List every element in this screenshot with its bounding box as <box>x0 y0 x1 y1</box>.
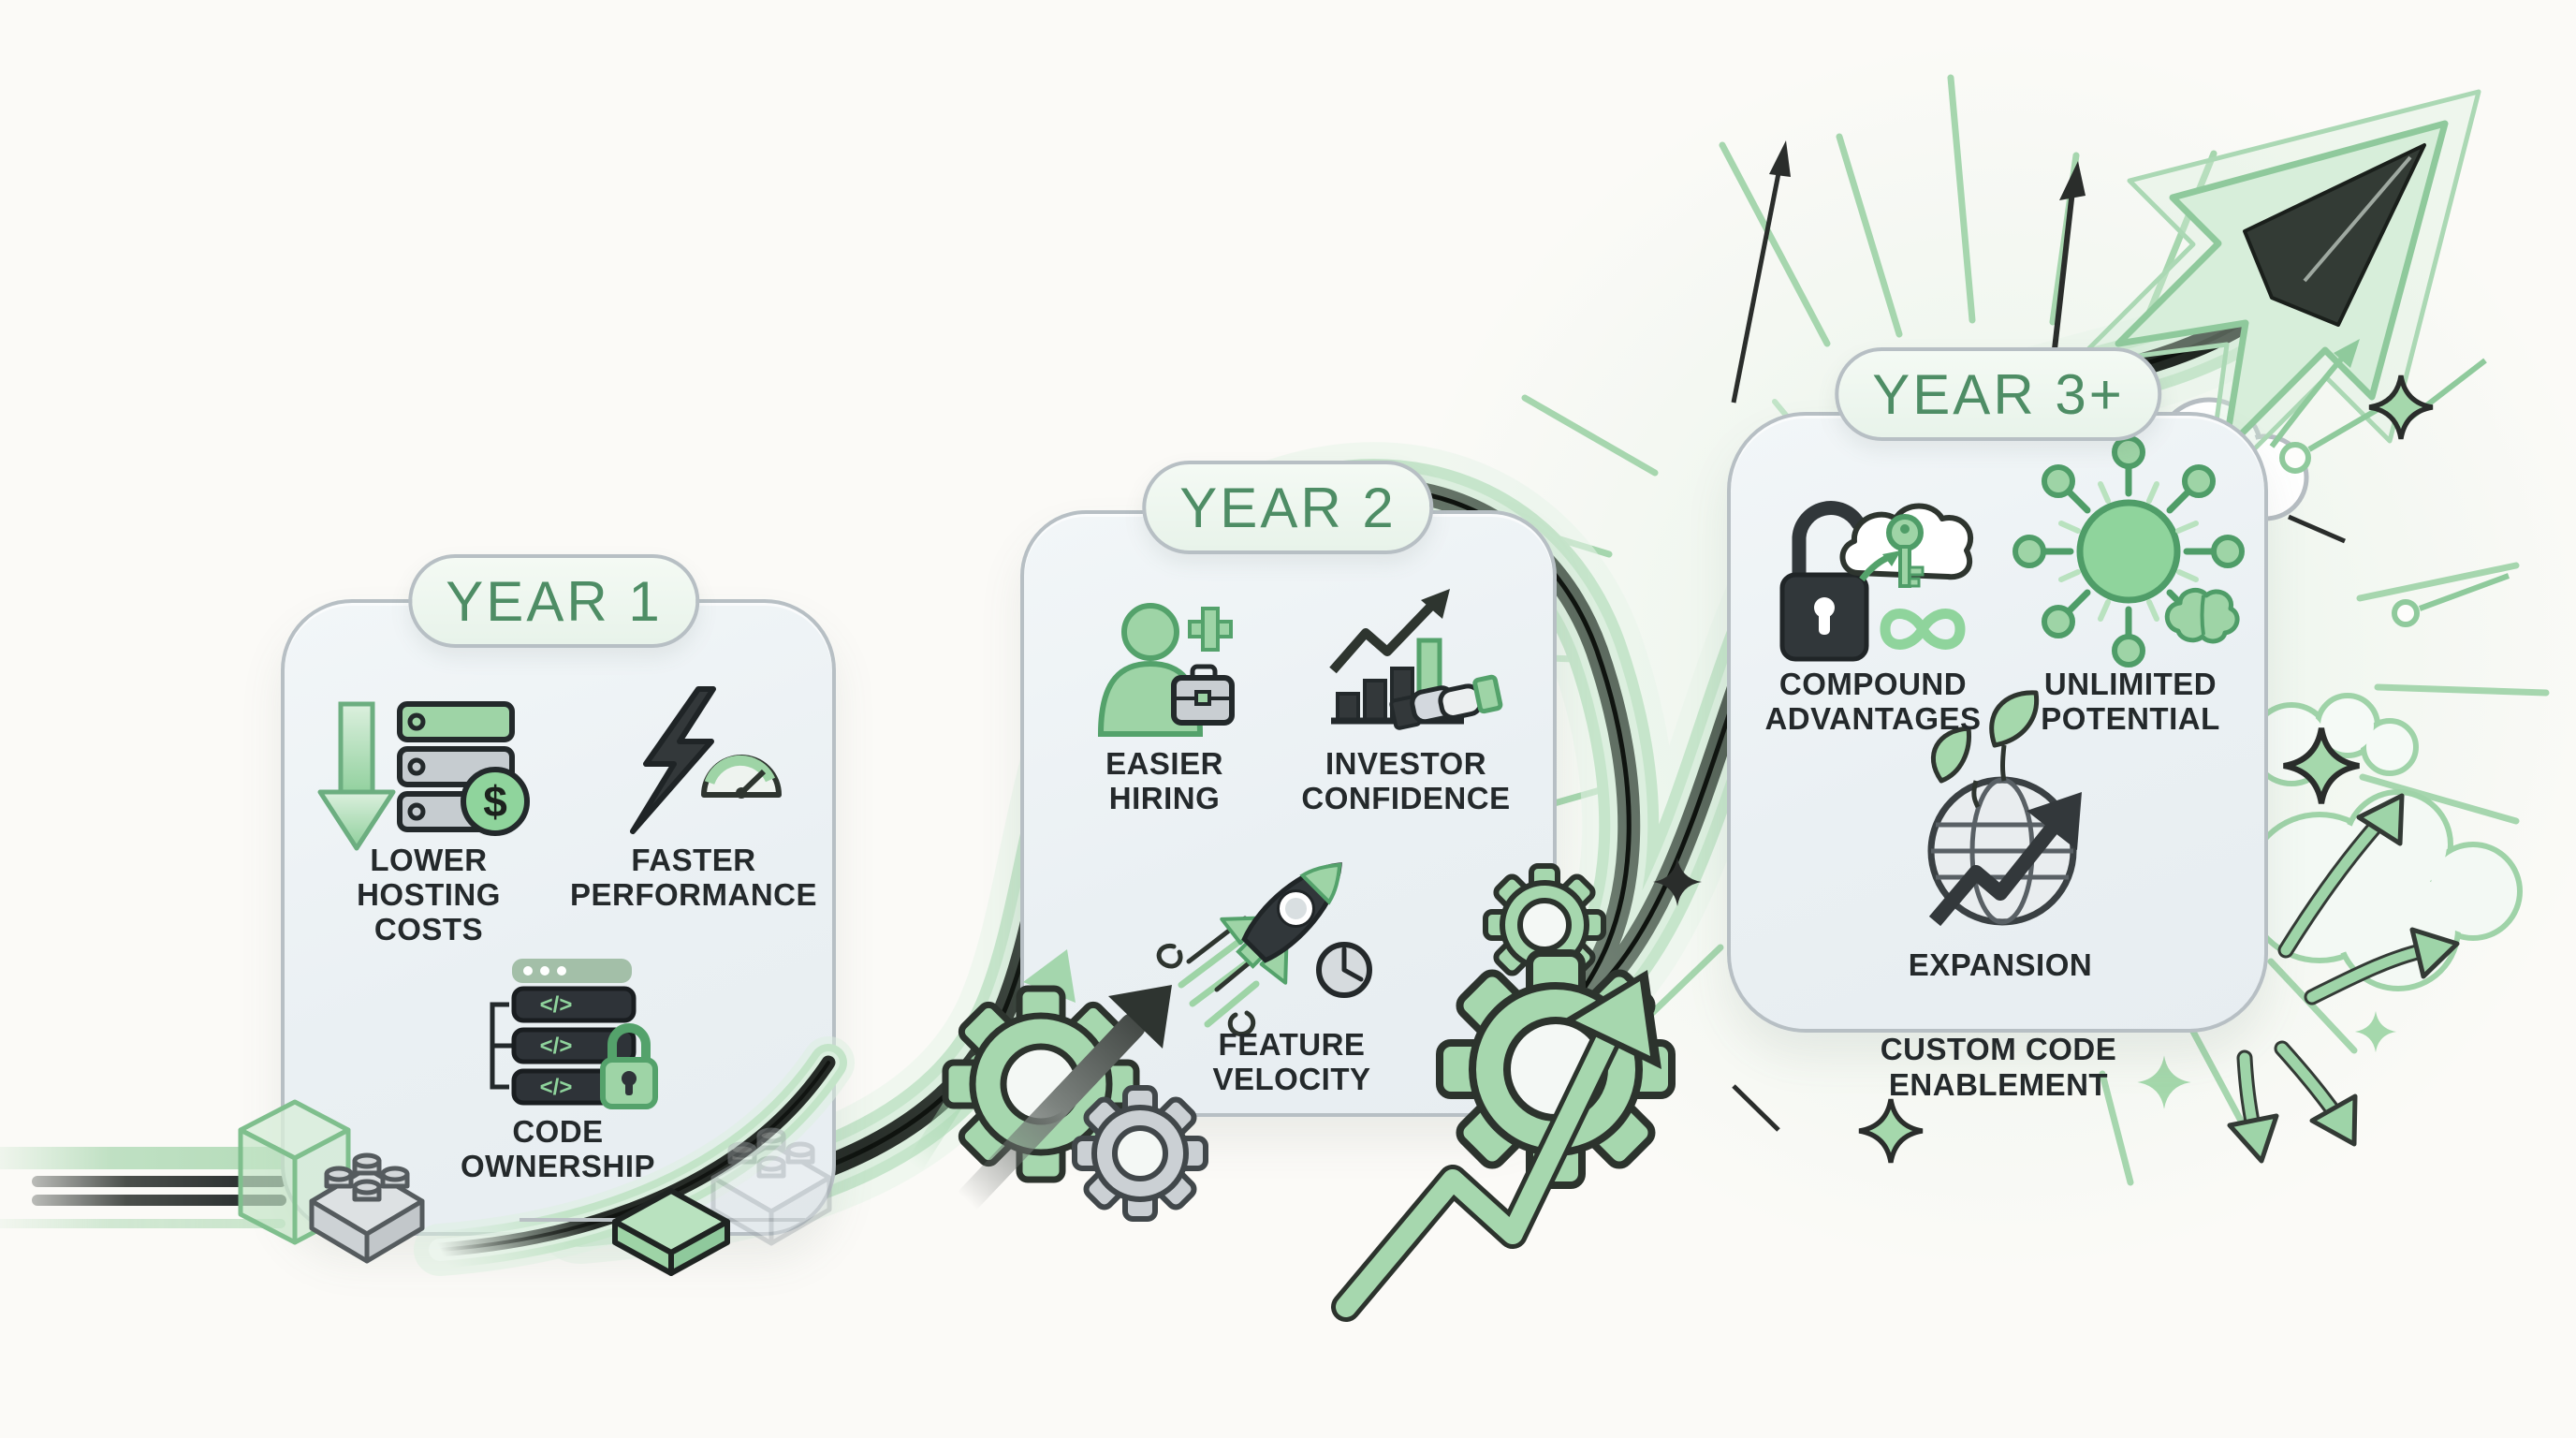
briefcase-icon <box>1171 664 1235 726</box>
item-label-easier-hiring: EASIER HIRING <box>1105 746 1223 815</box>
feature-velocity-icon <box>1156 862 1372 1037</box>
year-1-badge-label: YEAR 1 <box>446 569 663 633</box>
clock-icon <box>1316 942 1372 998</box>
item-label-faster-performance: FASTER PERFORMANCE <box>569 843 818 912</box>
item-label-investor-confidence: INVESTOR CONFIDENCE <box>1301 746 1511 815</box>
easier-hiring-icon <box>1097 603 1235 737</box>
year-1-card: $ </> </> </> <box>281 599 836 1236</box>
year-3-badge: YEAR 3+ <box>1835 347 2162 441</box>
investor-confidence-icon <box>1329 589 1503 730</box>
year-1-badge: YEAR 1 <box>408 554 700 648</box>
item-label-compound-advantages: COMPOUND ADVANTAGES <box>1764 667 1982 736</box>
lower-hosting-costs-icon: $ <box>317 701 530 851</box>
unlimited-potential-icon <box>2012 435 2245 668</box>
code-ownership-icon: </> </> </> <box>490 959 658 1109</box>
year-2-badge-label: YEAR 2 <box>1179 476 1397 539</box>
faster-performance-icon <box>630 686 782 834</box>
item-label-unlimited-potential: UNLIMITED POTENTIAL <box>2041 667 2220 736</box>
year-2-card: EASIER HIRING INVESTOR CONFIDENCE FEATUR… <box>1020 510 1557 1117</box>
item-label-code-ownership: CODE OWNERSHIP <box>460 1114 656 1183</box>
circuit-dots-icon <box>2279 390 2510 627</box>
svg-text:</>: </> <box>540 992 573 1018</box>
svg-text:</>: </> <box>540 1075 573 1100</box>
svg-text:</>: </> <box>540 1034 573 1059</box>
ribbon-stub <box>0 1147 292 1228</box>
compound-advantages-icon <box>1779 501 1974 662</box>
year-2-badge: YEAR 2 <box>1142 461 1434 554</box>
item-label-expansion: EXPANSION <box>1908 947 2093 982</box>
dollar-icon: $ <box>483 777 507 826</box>
year-3-badge-label: YEAR 3+ <box>1872 362 2125 426</box>
sparkle-icon <box>1653 858 1702 906</box>
custom-code-enablement-caption: CUSTOM CODE ENABLEMENT <box>1880 1032 2117 1102</box>
infinity-icon <box>1880 609 1966 650</box>
item-label-feature-velocity: FEATURE VELOCITY <box>1212 1027 1371 1096</box>
item-label-lower-hosting-costs: LOWER HOSTING COSTS <box>357 843 501 946</box>
year-3-card: COMPOUND ADVANTAGES UNLIMITED POTENTIAL … <box>1727 412 2268 1033</box>
